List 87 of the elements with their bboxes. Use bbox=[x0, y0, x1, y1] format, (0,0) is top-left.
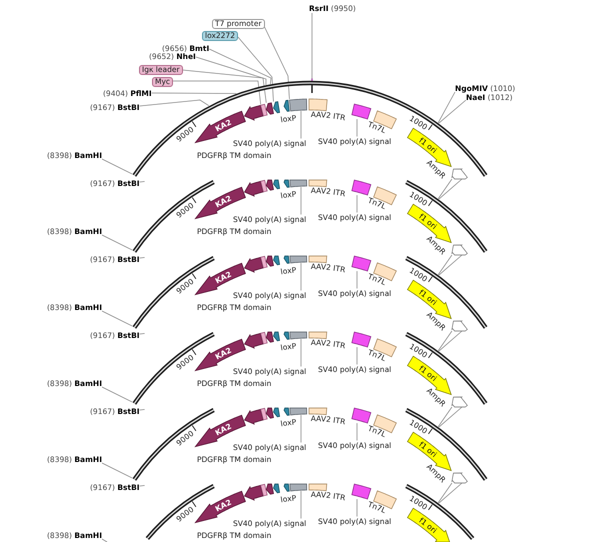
leader-line bbox=[438, 178, 452, 200]
leader-line bbox=[438, 406, 452, 428]
directional-feature bbox=[266, 408, 274, 419]
leader-line bbox=[300, 490, 302, 519]
directional-feature bbox=[284, 408, 290, 416]
leader-line bbox=[139, 333, 146, 334]
leader-line bbox=[300, 414, 302, 443]
directional-feature bbox=[451, 320, 468, 332]
leader-line bbox=[208, 48, 272, 85]
directional-feature bbox=[266, 256, 274, 267]
directional-feature bbox=[266, 180, 274, 191]
feature-box bbox=[308, 256, 328, 264]
feature-box bbox=[351, 484, 372, 500]
leader-line bbox=[300, 110, 302, 139]
directional-feature bbox=[273, 332, 280, 342]
leader-line bbox=[102, 158, 133, 174]
leader-line bbox=[356, 270, 358, 289]
directional-feature bbox=[273, 180, 280, 190]
leader-line bbox=[139, 181, 146, 182]
directional-feature bbox=[244, 408, 264, 425]
feature-box bbox=[260, 180, 268, 192]
leader-line bbox=[438, 92, 456, 124]
feature-box bbox=[289, 256, 308, 264]
leader-line bbox=[102, 310, 133, 326]
feature-box bbox=[289, 180, 308, 188]
feature-box bbox=[308, 332, 328, 340]
leader-line bbox=[438, 406, 462, 428]
directional-feature bbox=[284, 256, 290, 264]
leader-line bbox=[356, 194, 358, 213]
feature-box bbox=[289, 332, 308, 340]
feature-box bbox=[351, 256, 372, 272]
leader-line bbox=[139, 100, 210, 106]
directional-feature bbox=[451, 244, 468, 256]
directional-feature bbox=[266, 484, 274, 495]
leader-line bbox=[151, 92, 237, 94]
directional-feature bbox=[266, 332, 274, 343]
leader-line bbox=[139, 257, 146, 258]
directional-feature bbox=[244, 332, 264, 349]
directional-feature bbox=[244, 180, 264, 197]
feature-box bbox=[260, 484, 268, 496]
feature-box bbox=[308, 484, 328, 492]
feature-box bbox=[289, 484, 308, 492]
leader-line bbox=[438, 254, 452, 276]
feature-box bbox=[308, 408, 328, 416]
leader-line bbox=[438, 178, 462, 200]
leader-line bbox=[102, 234, 133, 250]
feature-box bbox=[351, 332, 372, 348]
leader-line bbox=[102, 462, 133, 478]
directional-feature bbox=[284, 484, 290, 492]
leader-line bbox=[356, 346, 358, 365]
leader-line bbox=[438, 254, 462, 276]
directional-feature bbox=[451, 472, 468, 484]
leader-line bbox=[438, 100, 466, 124]
leader-line bbox=[264, 26, 290, 100]
directional-feature bbox=[451, 396, 468, 408]
directional-feature bbox=[451, 168, 468, 180]
leader-line bbox=[356, 118, 358, 137]
feature-box bbox=[351, 408, 372, 424]
directional-feature bbox=[244, 484, 264, 501]
leader-line bbox=[172, 80, 262, 105]
leader-line bbox=[438, 482, 462, 504]
leader-line bbox=[438, 330, 462, 352]
directional-feature bbox=[273, 256, 280, 266]
feature-box bbox=[289, 408, 308, 416]
feature-box bbox=[351, 180, 372, 196]
leader-line bbox=[356, 498, 358, 517]
directional-feature bbox=[284, 332, 290, 340]
leader-line bbox=[300, 262, 302, 291]
directional-feature bbox=[273, 408, 280, 418]
feature-box bbox=[260, 256, 268, 268]
leader-line bbox=[139, 409, 146, 410]
leader-line bbox=[102, 386, 133, 402]
leader-line bbox=[356, 422, 358, 441]
leader-line bbox=[182, 70, 267, 104]
directional-feature bbox=[244, 256, 264, 273]
feature-box bbox=[308, 180, 328, 188]
leader-line bbox=[300, 338, 302, 367]
leader-line bbox=[438, 330, 452, 352]
leader-line bbox=[195, 56, 266, 86]
feature-box bbox=[260, 408, 268, 420]
leader-line bbox=[139, 485, 146, 486]
directional-feature bbox=[284, 180, 290, 188]
leader-line bbox=[438, 482, 452, 504]
directional-feature bbox=[273, 484, 280, 494]
leader-line bbox=[102, 538, 108, 542]
leader-line bbox=[300, 186, 302, 215]
feature-box bbox=[260, 332, 268, 344]
